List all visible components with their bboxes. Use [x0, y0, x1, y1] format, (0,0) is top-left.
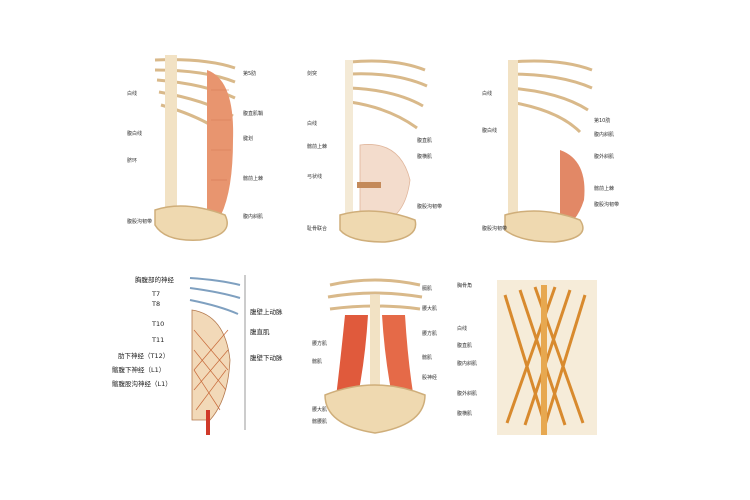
left-labels: 胸骨角 白线 腹直肌 腹内斜肌 腹外斜肌 腹横肌 [457, 282, 477, 417]
label-tendinous-intersection: 腱划 [243, 135, 253, 142]
right-labels: 腹壁上动脉 腹直肌 腹壁下动脉 [250, 307, 283, 362]
pelvis [154, 205, 228, 241]
label-inguinal-ligament-2: 腹股沟韧带 [594, 201, 619, 208]
label-white-line: 白线 [307, 120, 317, 127]
psoas-left [335, 315, 368, 410]
nerve-lattice [193, 329, 229, 411]
anatomy-panel-posterior-wall: 腰方肌 髂肌 腰大肌 髂腰肌 膈肌 腰大肌 腰方肌 髂肌 股神经 [310, 275, 440, 440]
label-xiphoid: 剑突 [307, 70, 317, 77]
label-white-line: 白线 [457, 325, 467, 332]
label-iliacus: 髂肌 [312, 358, 322, 365]
label-external-oblique: 腹外斜肌 [594, 153, 614, 160]
rectus-abdominis-illustration: 白线 腹白线 脐环 腹股沟韧带 第5肋 腹直肌鞘 腱划 髂前上棘 腹内斜肌 [127, 55, 263, 241]
right-labels: 腹直肌 腹横肌 腹股沟韧带 [417, 137, 442, 210]
label-transversus: 腹横肌 [457, 410, 472, 417]
right-labels: 膈肌 腰大肌 腰方肌 髂肌 股神经 [422, 286, 437, 381]
posterior-wall-illustration: 腰方肌 髂肌 腰大肌 髂腰肌 膈肌 腰大肌 腰方肌 髂肌 股神经 [312, 278, 437, 434]
right-labels: 第10肋 腹内斜肌 腹外斜肌 髂前上棘 腹股沟韧带 [594, 117, 619, 208]
label-internal-oblique: 腹内斜肌 [243, 213, 263, 220]
pelvis [324, 384, 426, 434]
label-t11: T11 [151, 336, 164, 344]
label-asis: 髂前上棘 [594, 185, 614, 192]
artery-vessel [206, 410, 210, 435]
left-labels: 白线 腹白线 腹股沟韧带 [482, 90, 507, 232]
left-labels: 腰方肌 髂肌 腰大肌 髂腰肌 [312, 340, 327, 425]
pelvis [339, 210, 417, 243]
label-rectus-sheath: 腹直肌鞘 [243, 110, 263, 117]
label-inferior-epigastric-artery: 腹壁下动脉 [250, 353, 283, 362]
label-white-line: 白线 [127, 90, 137, 97]
label-internal-oblique: 腹内斜肌 [457, 360, 477, 367]
label-white-line: 白线 [482, 90, 492, 97]
label-linea-alba: 腹白线 [127, 130, 142, 137]
label-asis: 髂前上棘 [243, 175, 263, 182]
label-rib5: 第5肋 [243, 70, 256, 77]
internal-oblique-illustration: 白线 腹白线 腹股沟韧带 第10肋 腹内斜肌 腹外斜肌 髂前上棘 腹股沟韧带 [482, 59, 619, 243]
ribs-outline [189, 277, 241, 315]
left-labels: 白线 腹白线 脐环 腹股沟韧带 [127, 90, 152, 225]
label-thoracoabdominal-nerves: 胸腹部的神经 [135, 275, 175, 284]
label-pubic-symphysis: 耻骨联合 [307, 225, 327, 232]
label-iliohypogastric-nerve: 髂腹下神经（L1） [112, 365, 165, 374]
label-umbilical-ring: 脐环 [127, 157, 137, 164]
label-rectus: 腹直肌 [457, 342, 472, 349]
anatomy-panel-nerves: 胸腹部的神经 T7 T8 T10 T11 肋下神经（T12） 髂腹下神经（L1）… [110, 270, 290, 440]
label-inguinal-ligament: 腹股沟韧带 [127, 218, 152, 225]
label-linea-alba: 腹白线 [482, 127, 497, 134]
left-labels: 剑突 白线 髂前上棘 弓状线 耻骨联合 [307, 70, 327, 232]
anatomy-panel-transversus: 剑突 白线 髂前上棘 弓状线 耻骨联合 腹直肌 腹横肌 腹股沟韧带 [305, 50, 445, 245]
psoas-right [382, 315, 415, 410]
anatomy-panel-abdominal-lattice: 胸骨角 白线 腹直肌 腹内斜肌 腹外斜肌 腹横肌 [455, 275, 605, 440]
label-sternal-angle: 胸骨角 [457, 282, 472, 289]
label-femoral-nerve: 股神经 [422, 374, 437, 381]
label-t8: T8 [151, 300, 160, 308]
left-labels: 胸腹部的神经 T7 T8 T10 T11 肋下神经（T12） 髂腹下神经（L1）… [112, 275, 175, 388]
label-external-oblique: 腹外斜肌 [457, 390, 477, 397]
nerves-illustration: 胸腹部的神经 T7 T8 T10 T11 肋下神经（T12） 髂腹下神经（L1）… [112, 275, 283, 435]
rectus-abdominis-muscle [207, 70, 234, 215]
label-rectus: 腹直肌 [250, 327, 270, 336]
label-diaphragm: 膈肌 [422, 286, 432, 292]
label-t7: T7 [151, 290, 160, 298]
rib-cage [509, 59, 593, 134]
rib-cage [349, 59, 428, 130]
spine [165, 55, 177, 235]
label-superior-epigastric-artery: 腹壁上动脉 [250, 307, 283, 316]
abdominal-lattice-illustration: 胸骨角 白线 腹直肌 腹内斜肌 腹外斜肌 腹横肌 [457, 280, 597, 435]
linea-alba-band [541, 285, 547, 435]
label-iliopsoas: 髂腰肌 [312, 418, 327, 425]
label-psoas-major-r: 腰大肌 [422, 305, 437, 312]
label-rib10: 第10肋 [594, 117, 610, 124]
label-subcostal-nerve: 肋下神经（T12） [118, 351, 169, 360]
label-internal-oblique: 腹内斜肌 [594, 131, 614, 138]
label-transversus: 腹横肌 [417, 153, 432, 160]
internal-oblique-muscle [560, 150, 585, 228]
transversus-illustration: 剑突 白线 髂前上棘 弓状线 耻骨联合 腹直肌 腹横肌 腹股沟韧带 [307, 59, 442, 243]
label-inguinal-ligament: 腹股沟韧带 [417, 203, 442, 210]
pelvis [504, 210, 584, 243]
sternum-midline [345, 60, 353, 230]
label-iliacus-r: 髂肌 [422, 354, 432, 361]
label-ilioinguinal-nerve: 髂腹股沟神经（L1） [112, 379, 172, 388]
anatomy-panel-internal-oblique: 白线 腹白线 腹股沟韧带 第10肋 腹内斜肌 腹外斜肌 髂前上棘 腹股沟韧带 [480, 50, 630, 245]
label-arcuate-line: 弓状线 [307, 173, 322, 180]
right-labels: 第5肋 腹直肌鞘 腱划 髂前上棘 腹内斜肌 [243, 70, 263, 220]
label-inguinal-ligament: 腹股沟韧带 [482, 225, 507, 232]
label-rectus: 腹直肌 [417, 137, 432, 144]
arcuate-line-marker [357, 182, 381, 188]
label-quadratus-lumborum: 腰方肌 [312, 340, 327, 347]
label-psoas-major: 腰大肌 [312, 406, 327, 413]
rectus-muscle-sheath [191, 309, 231, 421]
anatomy-panel-rectus-abdominis: 白线 腹白线 脐环 腹股沟韧带 第5肋 腹直肌鞘 腱划 髂前上棘 腹内斜肌 [125, 50, 275, 245]
label-t10: T10 [151, 320, 164, 328]
label-quadratus-r: 腰方肌 [422, 330, 437, 337]
spine [508, 60, 518, 230]
spine [370, 295, 380, 415]
label-asis: 髂前上棘 [307, 143, 327, 150]
